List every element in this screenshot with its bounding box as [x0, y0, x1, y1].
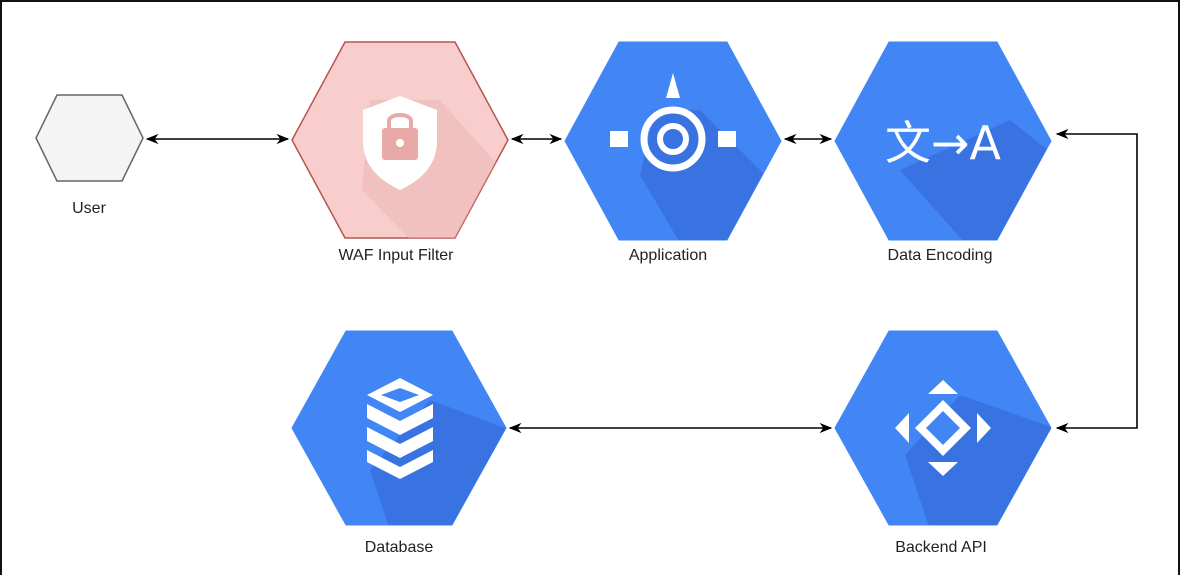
user-label: User	[72, 200, 106, 217]
edge-encoding-backend	[1055, 128, 1138, 434]
user-hexagon-icon	[35, 94, 144, 182]
node-database[interactable]	[291, 330, 510, 530]
database-label: Database	[364, 539, 434, 556]
waf-input-filter-label: WAF Input Filter	[338, 247, 454, 264]
app-engine-icon	[610, 73, 736, 172]
database-icon	[367, 378, 433, 479]
application-label: Application	[628, 247, 708, 264]
node-waf-input-filter[interactable]	[291, 41, 520, 260]
node-data-encoding[interactable]: 文→A	[834, 41, 1060, 260]
node-backend-api[interactable]	[834, 330, 1060, 530]
api-endpoints-icon	[895, 380, 991, 476]
backend-api-label: Backend API	[895, 539, 987, 556]
node-application[interactable]	[564, 41, 790, 260]
lock-shield-icon	[363, 96, 437, 190]
translate-icon: 文→A	[885, 116, 1002, 170]
node-user[interactable]	[35, 94, 144, 182]
data-encoding-label: Data Encoding	[887, 247, 993, 264]
connectors	[145, 128, 1138, 434]
